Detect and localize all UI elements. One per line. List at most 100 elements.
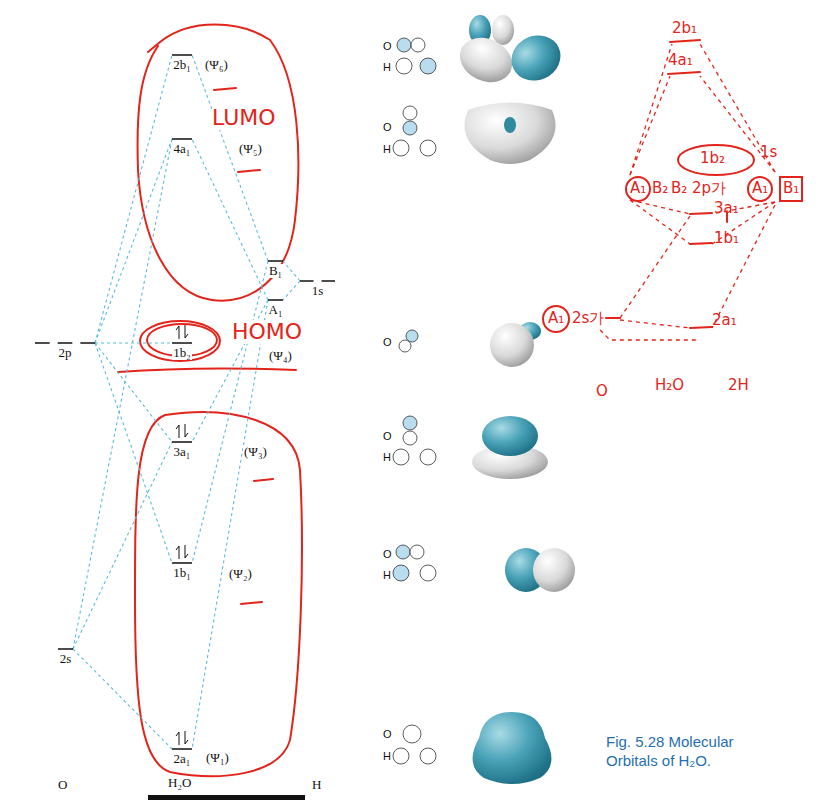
orbital-circles	[393, 449, 409, 465]
red-dashed-lines	[620, 320, 690, 328]
energy-level: 1b₁(Ψ₂)	[172, 559, 192, 567]
red-dashed-lines	[630, 76, 670, 175]
energy-level: 2a₁(Ψ₁)	[172, 745, 192, 753]
orbital-lobes	[504, 117, 516, 133]
energy-level: 1s	[300, 277, 335, 285]
column-label: H	[312, 778, 321, 792]
orbital-circles	[403, 416, 417, 430]
orbital-label: A₁	[268, 303, 284, 317]
correlation-line	[73, 442, 172, 649]
correlation-line	[95, 343, 172, 563]
red-annotation	[626, 177, 650, 201]
annotation-text: B₂	[671, 180, 687, 197]
correlation-line	[73, 139, 172, 649]
orbital-circles	[397, 38, 411, 52]
correlation-line	[95, 342, 172, 343]
red-annotation	[214, 88, 236, 90]
level-line	[172, 342, 192, 344]
energy-level: 2p	[35, 339, 95, 347]
energy-level: 2s	[58, 645, 73, 653]
annotation-text: H₂O	[655, 377, 684, 394]
annotation-text: B₁	[783, 180, 799, 197]
annotation-text: 1b₂	[700, 150, 725, 167]
orbital-lobes	[453, 30, 520, 91]
level-line	[172, 138, 192, 140]
orbital-circles	[393, 748, 409, 764]
red-annotation	[606, 317, 620, 319]
correlation-line	[95, 139, 172, 343]
level-line	[268, 260, 283, 262]
correlation-line	[283, 281, 300, 300]
annotation-text: A₁	[630, 180, 646, 197]
annotation-text: 2s가	[572, 310, 604, 327]
orbital-circles	[411, 38, 425, 52]
spin-down	[185, 325, 188, 338]
energy-level: 2b₁(Ψ₆)	[172, 51, 192, 59]
annotation-text: HOMO	[232, 320, 302, 344]
orbital-circles	[393, 38, 436, 764]
atom-label: O	[383, 121, 392, 133]
correlation-line	[192, 55, 268, 261]
red-dashed-lines	[630, 44, 672, 175]
red-dashed-lines	[712, 205, 775, 328]
psi-label: (Ψ₂)	[228, 567, 253, 581]
orbital-lobes	[533, 548, 575, 592]
psi-label: (Ψ₆)	[204, 58, 229, 72]
red-annotation	[118, 25, 802, 777]
red-annotation	[118, 368, 296, 372]
orbital-circles	[420, 748, 436, 764]
electron-pair	[172, 544, 192, 560]
atom-label: H	[383, 451, 391, 463]
electron-pair	[172, 730, 192, 746]
level-line	[268, 299, 283, 301]
annotation-text: A₁	[548, 310, 564, 327]
red-annotation	[780, 177, 802, 201]
orbital-label: 2a₁	[173, 752, 192, 766]
atom-label: O	[383, 430, 392, 442]
atom-label: H	[383, 61, 391, 73]
spin-down	[185, 424, 188, 437]
red-annotation	[238, 170, 260, 172]
annotation-text: 1b₁	[714, 230, 739, 247]
level-line	[172, 54, 192, 56]
orbital-circles	[399, 340, 411, 352]
orbital-label: B₁	[268, 264, 283, 278]
atom-label: O	[383, 336, 392, 348]
energy-level: A₁	[268, 296, 283, 304]
orbital-circles	[403, 725, 421, 743]
correlation-line	[192, 300, 268, 749]
orbital-circles	[396, 545, 410, 559]
orbital-label: 1b₂	[172, 346, 192, 360]
electron-pair	[172, 324, 192, 340]
annotation-text: A₁	[752, 180, 768, 197]
figure-caption: Fig. 5.28 Molecular Orbitals of H₂O.	[606, 733, 771, 771]
column-label: O	[58, 778, 67, 792]
energy-level: 3a₁(Ψ₃)	[172, 438, 192, 446]
level-line	[322, 280, 336, 282]
electron-pair	[172, 423, 192, 439]
level-line	[172, 562, 192, 564]
energy-level: B₁	[268, 257, 283, 265]
orbital-lobes	[473, 712, 552, 784]
red-dashed-lines	[630, 200, 690, 244]
level-line	[35, 342, 50, 344]
level-line	[58, 648, 73, 650]
red-annotation	[748, 177, 772, 201]
annotation-text: 1s	[760, 144, 777, 161]
orbital-circles	[406, 330, 418, 342]
atom-label: H	[383, 750, 391, 762]
orbital-circles	[403, 431, 417, 445]
atom-label: O	[383, 548, 392, 560]
correlation-line	[95, 343, 172, 442]
orbital-label: 2p	[58, 346, 73, 360]
spin-down	[185, 731, 188, 744]
red-annotation	[138, 25, 299, 301]
annotation-text: LUMO	[212, 106, 276, 130]
annotation-text: B₂	[652, 180, 668, 197]
orbital-label: 1s	[311, 284, 325, 298]
spin-up	[176, 546, 179, 559]
atom-label: O	[383, 40, 392, 52]
psi-label: (Ψ₁)	[205, 751, 230, 765]
orbital-circles	[410, 545, 424, 559]
